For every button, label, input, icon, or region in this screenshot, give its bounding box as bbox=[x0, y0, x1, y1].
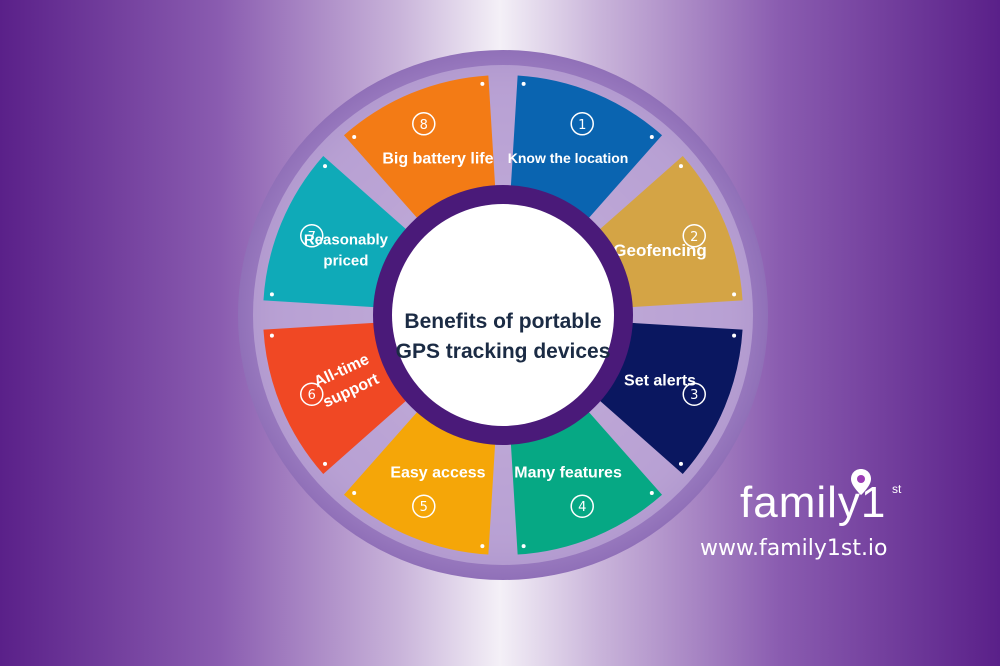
segment-3-number: 3 bbox=[690, 388, 698, 403]
brand-superscript: st bbox=[892, 482, 902, 496]
number-circle-icon bbox=[682, 382, 706, 406]
center-white-disc bbox=[392, 204, 614, 426]
center-title-line2: GPS tracking devices bbox=[396, 340, 611, 363]
segment-4-dot-2 bbox=[521, 544, 526, 549]
segment-1-dot-1 bbox=[521, 81, 526, 86]
segment-2 bbox=[591, 155, 743, 308]
segment-3-label-line-1: Set alerts bbox=[624, 373, 696, 390]
segment-7-label-line-2: priced bbox=[323, 253, 368, 270]
segment-8 bbox=[343, 75, 496, 227]
segment-6-dot-1 bbox=[323, 461, 328, 466]
segment-6 bbox=[263, 322, 415, 475]
segment-6-dot-2 bbox=[269, 333, 274, 338]
number-circle-icon bbox=[300, 382, 324, 406]
segment-3-dot-2 bbox=[678, 461, 683, 466]
segment-1 bbox=[510, 75, 663, 227]
segment-4-dot-1 bbox=[649, 490, 654, 495]
segment-7-dot-2 bbox=[323, 164, 328, 169]
segment-5-dot-1 bbox=[480, 544, 485, 549]
center-title-line1: Benefits of portable bbox=[404, 310, 601, 333]
segment-1-label-line-1: Know the location bbox=[508, 150, 629, 166]
location-pin-icon bbox=[851, 469, 871, 495]
segment-4-label-line-1: Many features bbox=[514, 465, 622, 482]
segment-8-dot-2 bbox=[480, 81, 485, 86]
segment-2-dot-1 bbox=[678, 164, 683, 169]
segment-8-label-line-1: Big battery life bbox=[382, 151, 493, 168]
segment-7 bbox=[263, 155, 415, 308]
number-circle-icon bbox=[412, 112, 436, 136]
segment-5-label-line-1: Easy access bbox=[390, 465, 485, 482]
brand-url-link[interactable]: www.family1st.io bbox=[700, 536, 888, 561]
segment-3 bbox=[591, 322, 743, 475]
number-circle-icon bbox=[300, 224, 324, 248]
number-circle-icon bbox=[570, 494, 594, 518]
segment-4-number: 4 bbox=[578, 500, 586, 515]
segment-7-number: 7 bbox=[308, 230, 316, 245]
segment-5 bbox=[343, 403, 496, 555]
segment-7-label-line-1: Reasonably bbox=[304, 232, 389, 249]
segment-5-number: 5 bbox=[420, 500, 428, 515]
number-circle-icon bbox=[570, 112, 594, 136]
segment-5-dot-2 bbox=[352, 490, 357, 495]
segment-7-dot-1 bbox=[269, 292, 274, 297]
segment-2-label-line-1: Geofencing bbox=[613, 241, 707, 260]
segment-8-dot-1 bbox=[352, 135, 357, 140]
segment-2-dot-2 bbox=[732, 292, 737, 297]
number-circle-icon bbox=[412, 494, 436, 518]
segment-1-number: 1 bbox=[578, 118, 586, 133]
segment-2-number: 2 bbox=[690, 230, 698, 245]
segment-8-number: 8 bbox=[420, 118, 428, 133]
segment-6-number: 6 bbox=[308, 388, 316, 403]
number-circle-icon bbox=[682, 224, 706, 248]
segment-3-dot-1 bbox=[732, 333, 737, 338]
segment-4 bbox=[510, 403, 663, 555]
segment-1-dot-2 bbox=[649, 135, 654, 140]
